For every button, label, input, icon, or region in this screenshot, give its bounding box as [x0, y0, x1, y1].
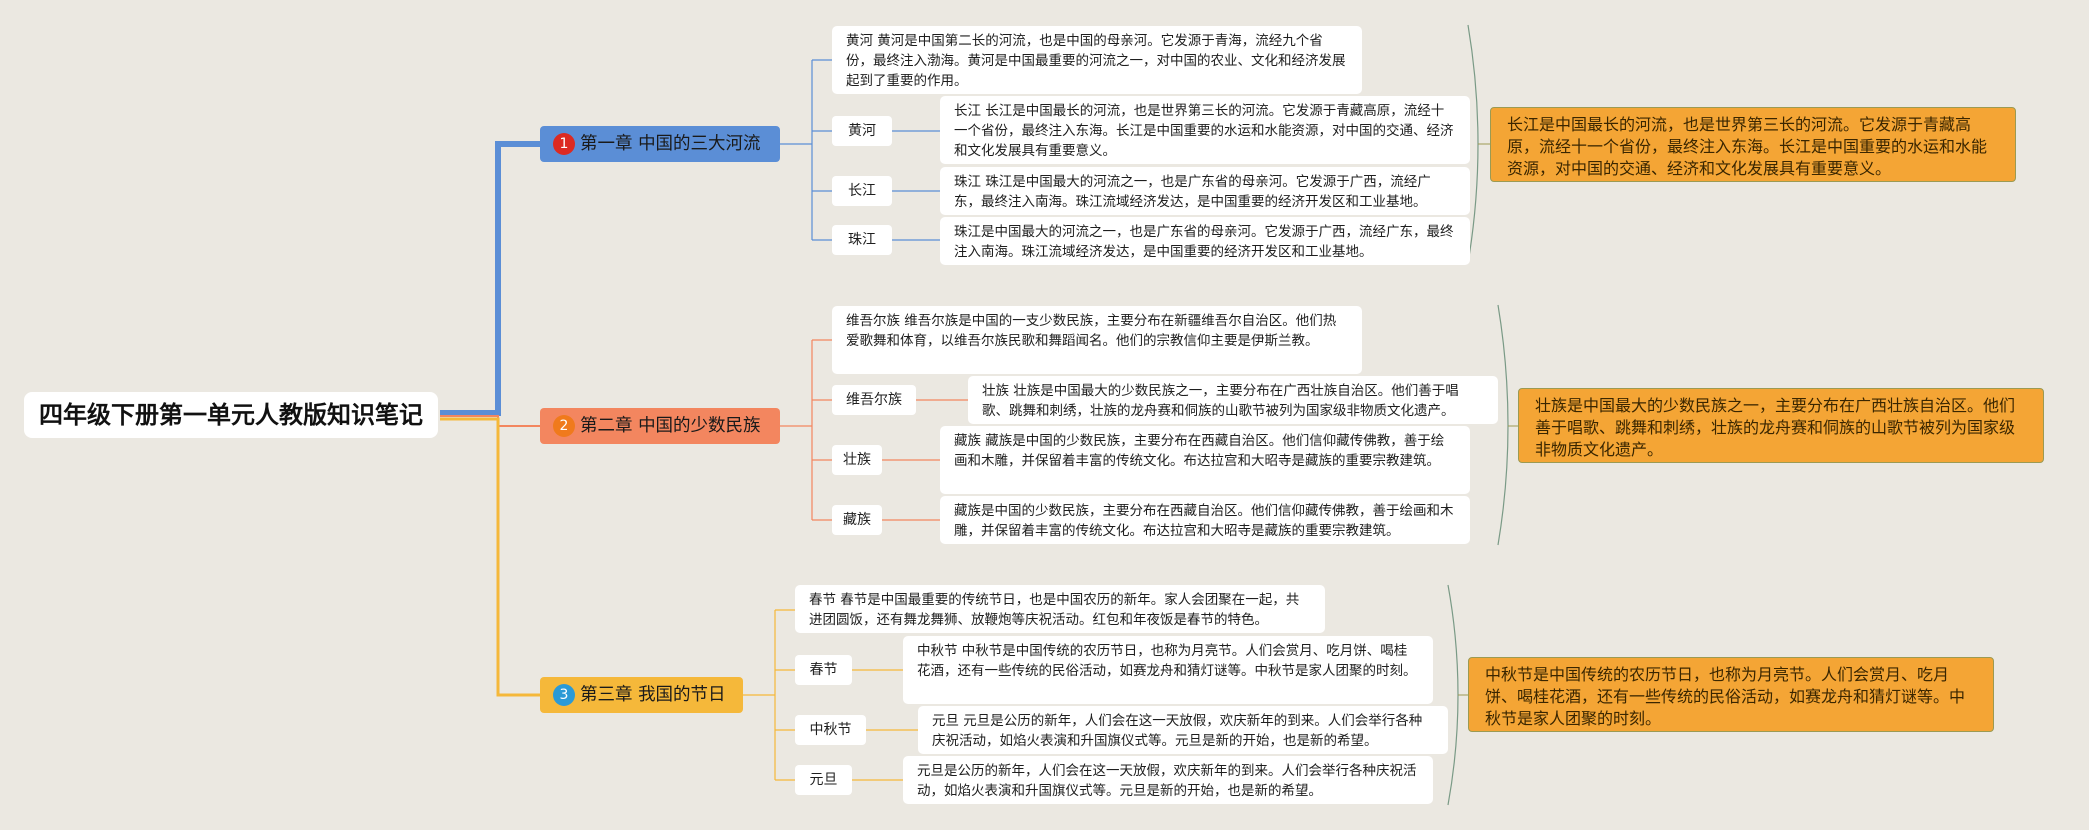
topic-node-zhuang[interactable]: 壮族 — [832, 445, 882, 475]
chapter-title: 第一章 中国的三大河流 — [580, 134, 761, 154]
chapter-node-3[interactable]: 3 第三章 我国的节日 — [540, 677, 743, 713]
chapter-number-badge: 2 — [553, 415, 575, 437]
note-node: 元旦 元旦是公历的新年，人们会在这一天放假，欢庆新年的到来。人们会举行各种庆祝活… — [918, 706, 1448, 754]
note-node: 珠江是中国最大的河流之一，也是广东省的母亲河。它发源于广西，流经广东，最终注入南… — [940, 217, 1470, 265]
topic-node-tibetan[interactable]: 藏族 — [832, 505, 882, 535]
chapter-node-2[interactable]: 2 第二章 中国的少数民族 — [540, 408, 780, 444]
note-node: 壮族 壮族是中国最大的少数民族之一，主要分布在广西壮族自治区。他们善于唱歌、跳舞… — [968, 376, 1498, 424]
root-to-chapter-3-line — [440, 417, 540, 697]
chapter-title: 第二章 中国的少数民族 — [580, 416, 761, 436]
summary-links — [1458, 143, 1518, 696]
summary-bracket-2 — [1497, 304, 1509, 546]
topic-node-new-year[interactable]: 元旦 — [795, 765, 852, 795]
topic-node-pearl-river[interactable]: 珠江 — [832, 225, 892, 255]
chapter-title: 第三章 我国的节日 — [580, 685, 726, 705]
topic-node-yangtze-river[interactable]: 长江 — [832, 176, 892, 206]
note-node: 藏族是中国的少数民族，主要分布在西藏自治区。他们信仰藏传佛教，善于绘画和木雕，并… — [940, 496, 1470, 544]
chapter-node-1[interactable]: 1 第一章 中国的三大河流 — [540, 126, 780, 162]
note-node: 春节 春节是中国最重要的传统节日，也是中国农历的新年。家人会团聚在一起，共进团圆… — [795, 585, 1325, 633]
root-node-title: 四年级下册第一单元人教版知识笔记 — [24, 392, 438, 438]
root-connectors — [440, 141, 540, 697]
topic-node-mid-autumn[interactable]: 中秋节 — [795, 715, 866, 745]
note-node: 维吾尔族 维吾尔族是中国的一支少数民族，主要分布在新疆维吾尔自治区。他们热爱歌舞… — [832, 306, 1362, 374]
topic-node-yellow-river[interactable]: 黄河 — [832, 116, 892, 146]
chapter-number-badge: 1 — [553, 133, 575, 155]
note-node: 藏族 藏族是中国的少数民族，主要分布在西藏自治区。他们信仰藏传佛教，善于绘画和木… — [940, 426, 1470, 494]
chapter-3-connectors — [743, 609, 918, 781]
topic-node-uyghur[interactable]: 维吾尔族 — [832, 385, 916, 415]
note-node: 珠江 珠江是中国最大的河流之一，也是广东省的母亲河。它发源于广西，流经广东，最终… — [940, 167, 1470, 215]
chapter-2-connectors — [780, 339, 968, 521]
root-to-chapter-1-line — [440, 141, 540, 416]
note-node: 元旦是公历的新年，人们会在这一天放假，欢庆新年的到来。人们会举行各种庆祝活动，如… — [903, 756, 1433, 804]
note-node: 黄河 黄河是中国第二长的河流，也是中国的母亲河。它发源于青海，流经九个省份，最终… — [832, 26, 1362, 94]
note-node: 长江 长江是中国最长的河流，也是世界第三长的河流。它发源于青藏高原，流经十一个省… — [940, 96, 1470, 164]
note-node: 中秋节 中秋节是中国传统的农历节日，也称为月亮节。人们会赏月、吃月饼、喝桂花酒，… — [903, 636, 1433, 704]
summary-node-3: 中秋节是中国传统的农历节日，也称为月亮节。人们会赏月、吃月饼、喝桂花酒，还有一些… — [1468, 657, 1994, 732]
summary-bracket-3 — [1447, 584, 1459, 806]
chapter-1-connectors — [780, 59, 940, 241]
summary-node-2: 壮族是中国最大的少数民族之一，主要分布在广西壮族自治区。他们善于唱歌、跳舞和刺绣… — [1518, 388, 2044, 463]
summary-node-1: 长江是中国最长的河流，也是世界第三长的河流。它发源于青藏高原，流经十一个省份，最… — [1490, 107, 2016, 182]
topic-node-spring-festival[interactable]: 春节 — [795, 655, 852, 685]
chapter-number-badge: 3 — [553, 684, 575, 706]
